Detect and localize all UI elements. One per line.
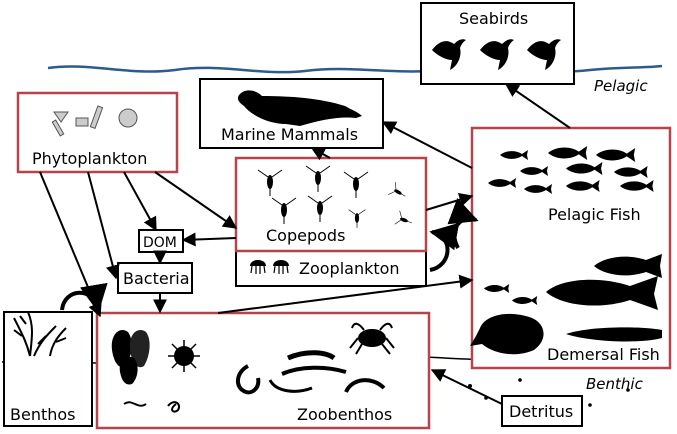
marine-mammals-label: Marine Mammals bbox=[221, 125, 358, 144]
mussel-urchin-worm-crab-icons bbox=[111, 322, 395, 413]
copepods-box bbox=[234, 156, 428, 253]
arrow-phyto-to-dom bbox=[123, 171, 157, 232]
arrow-detritus-to-zoobenthos bbox=[430, 369, 503, 405]
loop-arrow-pelagic-fish bbox=[447, 198, 479, 249]
zooplankton-label: Zooplankton bbox=[299, 259, 400, 278]
phytoplankton-label: Phytoplankton bbox=[32, 149, 147, 168]
sea-surface-line bbox=[47, 64, 663, 74]
benthos-box bbox=[3, 311, 93, 427]
trophic-arrows bbox=[39, 83, 571, 405]
detritus-label: Detritus bbox=[509, 402, 573, 421]
flatfish-and-cod-icons bbox=[470, 254, 662, 355]
copepods-label: Copepods bbox=[266, 226, 345, 245]
arrow-copepods-to-dom bbox=[181, 232, 237, 247]
loop-arrow-benthos bbox=[60, 282, 108, 313]
zoobenthos-label: Zoobenthos bbox=[297, 405, 392, 424]
bacteria-label: Bacteria bbox=[123, 269, 190, 288]
benthos-label: Benthos bbox=[10, 405, 76, 424]
arrow-phyto-to-copepods bbox=[154, 171, 238, 229]
seal-silhouette-icon bbox=[237, 90, 362, 126]
arrow-pelagic-fish-to-seabirds bbox=[504, 83, 571, 129]
arrow-pelagic-fish-to-mammals bbox=[381, 121, 473, 169]
arrow-phyto-to-bacteria bbox=[87, 171, 120, 280]
demersal-fish-label: Demersal Fish bbox=[547, 345, 660, 364]
seabirds-label: Seabirds bbox=[459, 9, 528, 28]
loop-arrow-zooplankton bbox=[429, 222, 460, 272]
arrow-copepods-to-pelagic-fish bbox=[425, 192, 474, 211]
arrow-copepods-to-mammals bbox=[310, 147, 331, 161]
arrow-zoobenthos-to-pelagic-fish bbox=[217, 274, 474, 314]
seaweed-icon bbox=[13, 311, 67, 357]
dom-label: DOM bbox=[143, 235, 177, 251]
zone-label-pelagic: Pelagic bbox=[594, 77, 648, 95]
zone-label-benthic: Benthic bbox=[586, 375, 644, 393]
detritus-box bbox=[501, 395, 583, 427]
pelagic-fish-label: Pelagic Fish bbox=[548, 205, 641, 224]
phytoplankton-icons bbox=[51, 105, 138, 137]
